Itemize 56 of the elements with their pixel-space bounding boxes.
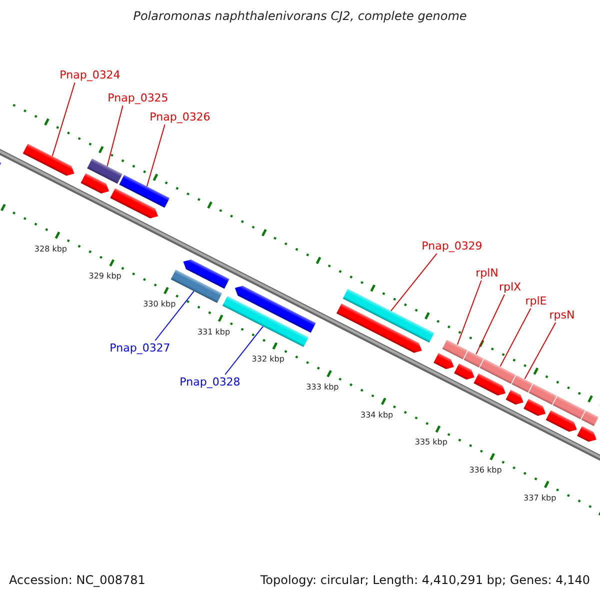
gene-feature	[580, 409, 600, 428]
tick-label: 332 kbp	[252, 354, 284, 364]
gene-feature	[552, 394, 586, 420]
leader-line	[476, 294, 505, 355]
genome-summary-text: Topology: circular; Length: 4,410,291 bp; Genes: 4,140	[260, 573, 590, 587]
leader-line	[154, 290, 194, 341]
gene-feature	[546, 410, 577, 432]
leader-line	[52, 82, 76, 157]
gene-feature	[454, 363, 474, 380]
gene-feature	[183, 259, 230, 289]
gene-label: rplX	[498, 280, 522, 294]
gene-feature	[577, 426, 596, 442]
leader-line	[224, 326, 264, 375]
tick-label: 330 kbp	[143, 299, 176, 308]
gene-feature	[441, 338, 469, 360]
tick-label: 336 kbp	[469, 466, 502, 475]
title: Polaromonas naphthalenivorans CJ2, complete genome	[132, 9, 468, 23]
tick-label: 331 kbp	[197, 327, 230, 336]
leader-line	[106, 105, 124, 167]
tick-label: 328 kbp	[34, 244, 67, 254]
tick-label: 334 kbp	[360, 410, 394, 420]
gene-feature	[462, 350, 485, 369]
leader-line	[456, 280, 482, 346]
gene-feature	[474, 373, 506, 396]
gene-feature	[22, 144, 74, 176]
leader-line	[390, 253, 438, 312]
gene-feature	[510, 374, 534, 394]
leader-line	[146, 124, 166, 187]
gene-feature	[234, 286, 316, 333]
tick-label: 329 kbp	[88, 272, 122, 281]
gene-feature	[434, 353, 454, 370]
gene-label: Pnap_0329	[422, 240, 482, 252]
gene-feature	[336, 304, 422, 353]
gene-feature	[119, 174, 170, 208]
gene-feature	[524, 398, 546, 416]
gene-label: rplN	[476, 266, 498, 280]
gene-label: Pnap_0326	[150, 110, 210, 124]
leader-line	[524, 322, 556, 380]
gene-feature	[110, 188, 158, 218]
accession-text: Accession: NC_008781	[9, 573, 146, 587]
gene-label: Pnap_0327	[110, 342, 170, 354]
gene-feature	[506, 390, 524, 405]
tick-label: 337 kbp	[524, 493, 556, 502]
leader-line	[500, 308, 532, 367]
gene-feature	[342, 288, 434, 343]
gene-label: Pnap_0328	[180, 376, 240, 388]
gene-feature	[87, 158, 122, 184]
tick-label: 335 kbp	[414, 438, 448, 447]
gene-label: Pnap_0324	[60, 68, 120, 82]
gene-feature	[478, 358, 517, 385]
tick-label: 333 kbp	[306, 382, 339, 392]
gene-feature	[528, 382, 558, 406]
gene-feature	[80, 173, 110, 194]
gene-label: rplE	[525, 294, 547, 308]
gene-label: rpsN	[549, 308, 575, 322]
gene-label: Pnap_0325	[108, 92, 168, 104]
